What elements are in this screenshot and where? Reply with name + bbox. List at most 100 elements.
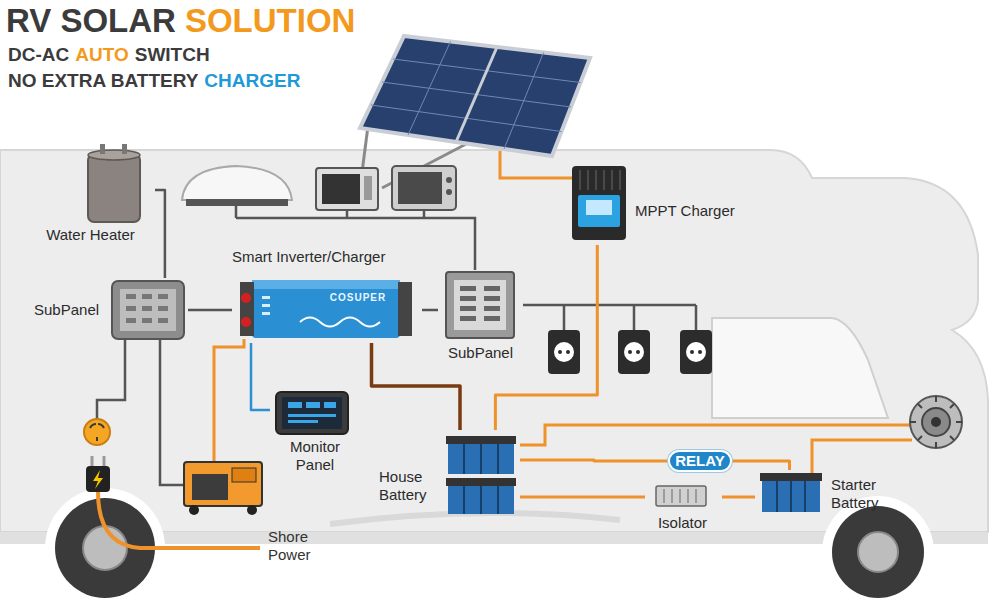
mppt-node: MPPT Charger <box>565 160 755 245</box>
breakers <box>126 294 168 323</box>
subtitle-accent: AUTO <box>75 44 128 66</box>
text-slot: SubPanel <box>438 344 523 362</box>
tv-knob <box>446 177 452 183</box>
front-hub <box>858 532 898 572</box>
house-battery-node: House Battery <box>375 430 520 515</box>
outlets <box>548 330 712 374</box>
left-subpanel <box>112 281 184 339</box>
component-label: House Battery <box>379 468 441 504</box>
body-swoosh <box>330 513 620 524</box>
alternator-fins <box>910 396 962 448</box>
outlet-wire <box>523 305 696 330</box>
tv-screen <box>398 172 442 204</box>
generator-wheel <box>247 505 257 515</box>
generator-engine <box>192 474 228 500</box>
sine-wave <box>300 318 380 327</box>
wire-connector <box>188 309 232 312</box>
ac-base <box>186 199 288 206</box>
alternator-wire <box>520 425 910 445</box>
subtitle-accent: CHARGER <box>204 70 300 92</box>
heading-row: NO EXTRA BATTERYCHARGER <box>8 70 300 92</box>
wire-connector <box>495 245 597 430</box>
plug-bolt <box>93 470 103 489</box>
subpanel-face <box>120 289 176 331</box>
generator-frame <box>184 462 262 506</box>
component-label: MPPT Charger <box>635 202 753 220</box>
alternator <box>910 396 962 448</box>
subpanel-node: SubPanel <box>30 278 188 342</box>
dc-terminal <box>241 293 251 303</box>
mppt-face <box>578 195 620 227</box>
heading-row: RV SOLARSOLUTION <box>6 2 355 40</box>
water-heater <box>88 154 140 222</box>
label-slot: Shore Power <box>268 528 322 564</box>
tv-knob <box>446 189 452 195</box>
monitor-node: Monitor Panel <box>270 388 360 483</box>
wire-connector <box>422 309 438 312</box>
text-slot: Monitor Panel <box>278 438 352 474</box>
shore-power-label: Shore Power <box>268 528 322 564</box>
text-slot: SubPanel <box>34 301 108 319</box>
wire-connector <box>251 343 270 410</box>
subtitle-text: SWITCH <box>135 44 210 66</box>
component-label: RELAY <box>670 452 730 470</box>
isolator <box>656 486 706 506</box>
breakers <box>460 286 500 321</box>
generator-wheel <box>189 505 199 515</box>
twist-lock-slots <box>90 424 104 441</box>
panel-grid <box>371 42 581 150</box>
wheel-well <box>45 488 165 600</box>
generator-tank <box>232 468 256 482</box>
generator-wire <box>214 339 244 462</box>
shore-wire <box>97 339 125 419</box>
text-slot: Smart Inverter/Charger <box>232 248 420 266</box>
heater-top <box>88 150 140 160</box>
brand-mark: COSUPER <box>318 292 398 304</box>
text-slot: Starter Battery <box>831 476 903 512</box>
air-conditioner <box>182 166 292 200</box>
right-subpanel <box>446 272 514 338</box>
monitor-bars <box>288 402 336 423</box>
heater-pipe <box>122 144 127 154</box>
starter-battery-node: Starter Battery <box>755 470 905 518</box>
dc-terminal <box>241 317 251 327</box>
heater-pipe <box>100 144 105 154</box>
text-slot: Isolator <box>645 514 720 532</box>
starter-battery <box>760 473 822 512</box>
wire-connector <box>722 495 755 498</box>
component-label: SubPanel <box>438 344 523 362</box>
panel-divider <box>456 47 497 142</box>
microwave <box>316 168 378 210</box>
isolator-node: Isolator <box>645 482 722 537</box>
house-battery <box>446 436 516 514</box>
wire-connector <box>372 343 461 430</box>
alternator-core <box>922 408 950 436</box>
generator-wire <box>160 339 184 485</box>
inverter-node: Smart Inverter/ChargerCOSUPER <box>232 248 422 343</box>
inverter-stripe <box>252 280 400 289</box>
front-wheel <box>832 506 924 598</box>
shore-cord <box>98 492 260 548</box>
microwave-window <box>322 174 360 204</box>
water-heater-node: Water Heater <box>28 148 155 248</box>
title-text: RV SOLAR <box>6 2 176 40</box>
text-slot: RELAY <box>670 452 730 470</box>
inverter-body <box>252 280 400 338</box>
mppt-screen <box>586 200 612 215</box>
monitor-panel <box>276 392 348 434</box>
subpanel-node: SubPanel <box>438 268 525 368</box>
title-accent: SOLUTION <box>185 2 356 40</box>
component-label: SubPanel <box>34 301 108 319</box>
solar-panel <box>360 36 590 156</box>
rv-body <box>0 150 988 532</box>
alternator-wire <box>812 440 912 473</box>
isolator-fins <box>664 489 696 503</box>
wheel-well <box>822 496 934 600</box>
cab-window <box>712 318 888 418</box>
wire-connector <box>520 460 668 461</box>
heading-row: DC-ACAUTOSWITCH <box>8 44 210 66</box>
component-label: Monitor Panel <box>278 438 352 474</box>
rear-hub <box>83 526 127 570</box>
component-label: Isolator <box>645 514 720 532</box>
